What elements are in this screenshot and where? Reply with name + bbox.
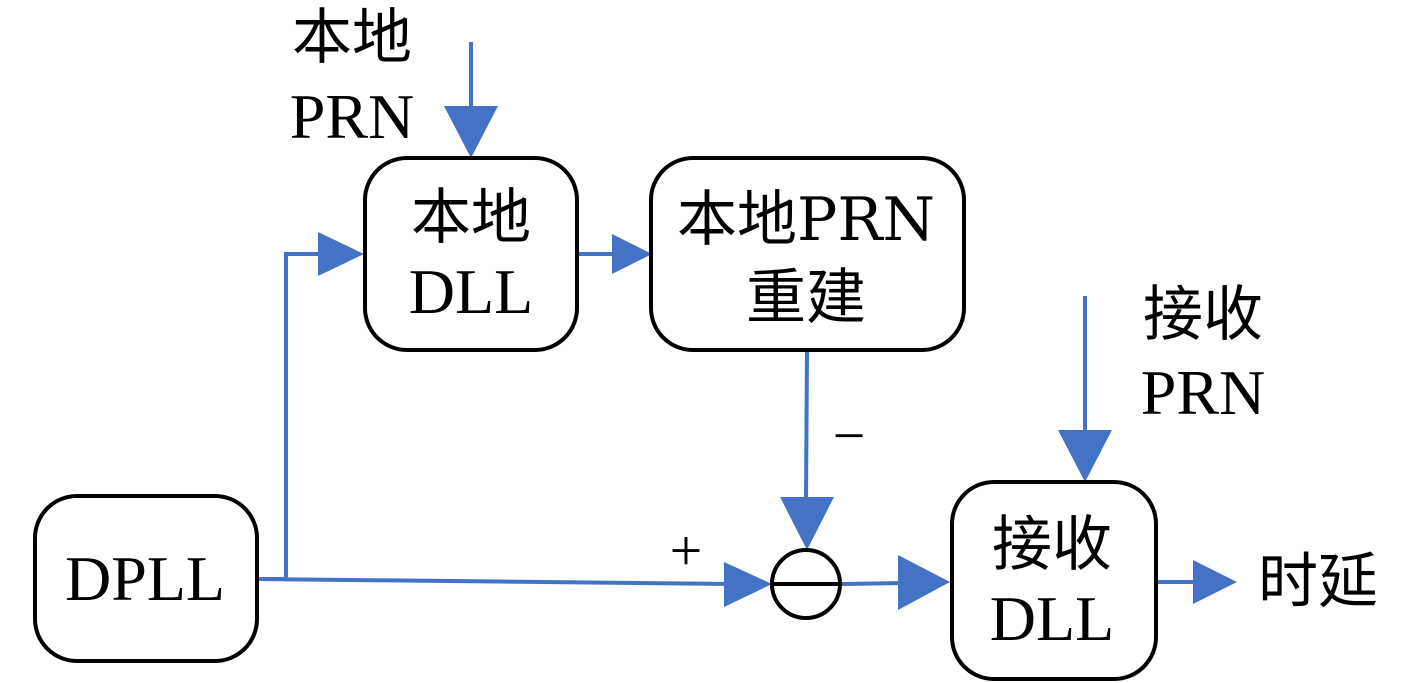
arrowhead-to-summer-minus	[780, 497, 834, 550]
arrowhead-local-prn-in	[444, 106, 498, 158]
summer-minus-sign: −	[833, 403, 866, 468]
block-local-prn-rebuild: 本地PRN 重建	[649, 156, 966, 352]
wire-dpll-to-local-dll	[256, 252, 330, 581]
block-local-dll-line1: 本地	[411, 183, 531, 253]
arrowhead-to-receive-dll	[898, 555, 950, 610]
output-delay-label: 时延	[1258, 547, 1378, 617]
block-local-dll: 本地 DLL	[363, 156, 579, 352]
input-receive-prn-line2: PRN	[1141, 357, 1266, 428]
block-local-prn-rebuild-line1: 本地PRN	[677, 185, 935, 255]
arrowhead-output	[1193, 560, 1237, 604]
input-receive-prn-line1: 接收	[1143, 280, 1263, 350]
arrowhead-receive-prn-in	[1058, 430, 1112, 482]
block-dpll: DPLL	[33, 494, 259, 663]
input-local-prn-line2: PRN	[290, 81, 415, 152]
wire-summer-to-receive-dll	[840, 581, 906, 586]
block-local-dll-line2: DLL	[409, 256, 533, 327]
arrowhead-to-rebuild	[612, 234, 652, 274]
block-receive-dll-line2: DLL	[990, 583, 1114, 654]
block-receive-dll: 接收 DLL	[950, 480, 1158, 681]
summer-plus-sign: +	[670, 518, 703, 583]
block-local-prn-rebuild-line2: 重建	[746, 263, 866, 333]
arrowhead-to-local-dll	[318, 232, 364, 276]
wire-rebuild-to-summer	[804, 351, 809, 501]
block-receive-dll-line1: 接收	[992, 510, 1112, 580]
block-dpll-label: DPLL	[65, 543, 225, 614]
input-local-prn-line1: 本地	[292, 3, 412, 73]
wire-dpll-to-summer	[255, 577, 736, 586]
summing-junction	[770, 548, 842, 620]
arrowhead-to-summer-plus	[724, 562, 772, 607]
